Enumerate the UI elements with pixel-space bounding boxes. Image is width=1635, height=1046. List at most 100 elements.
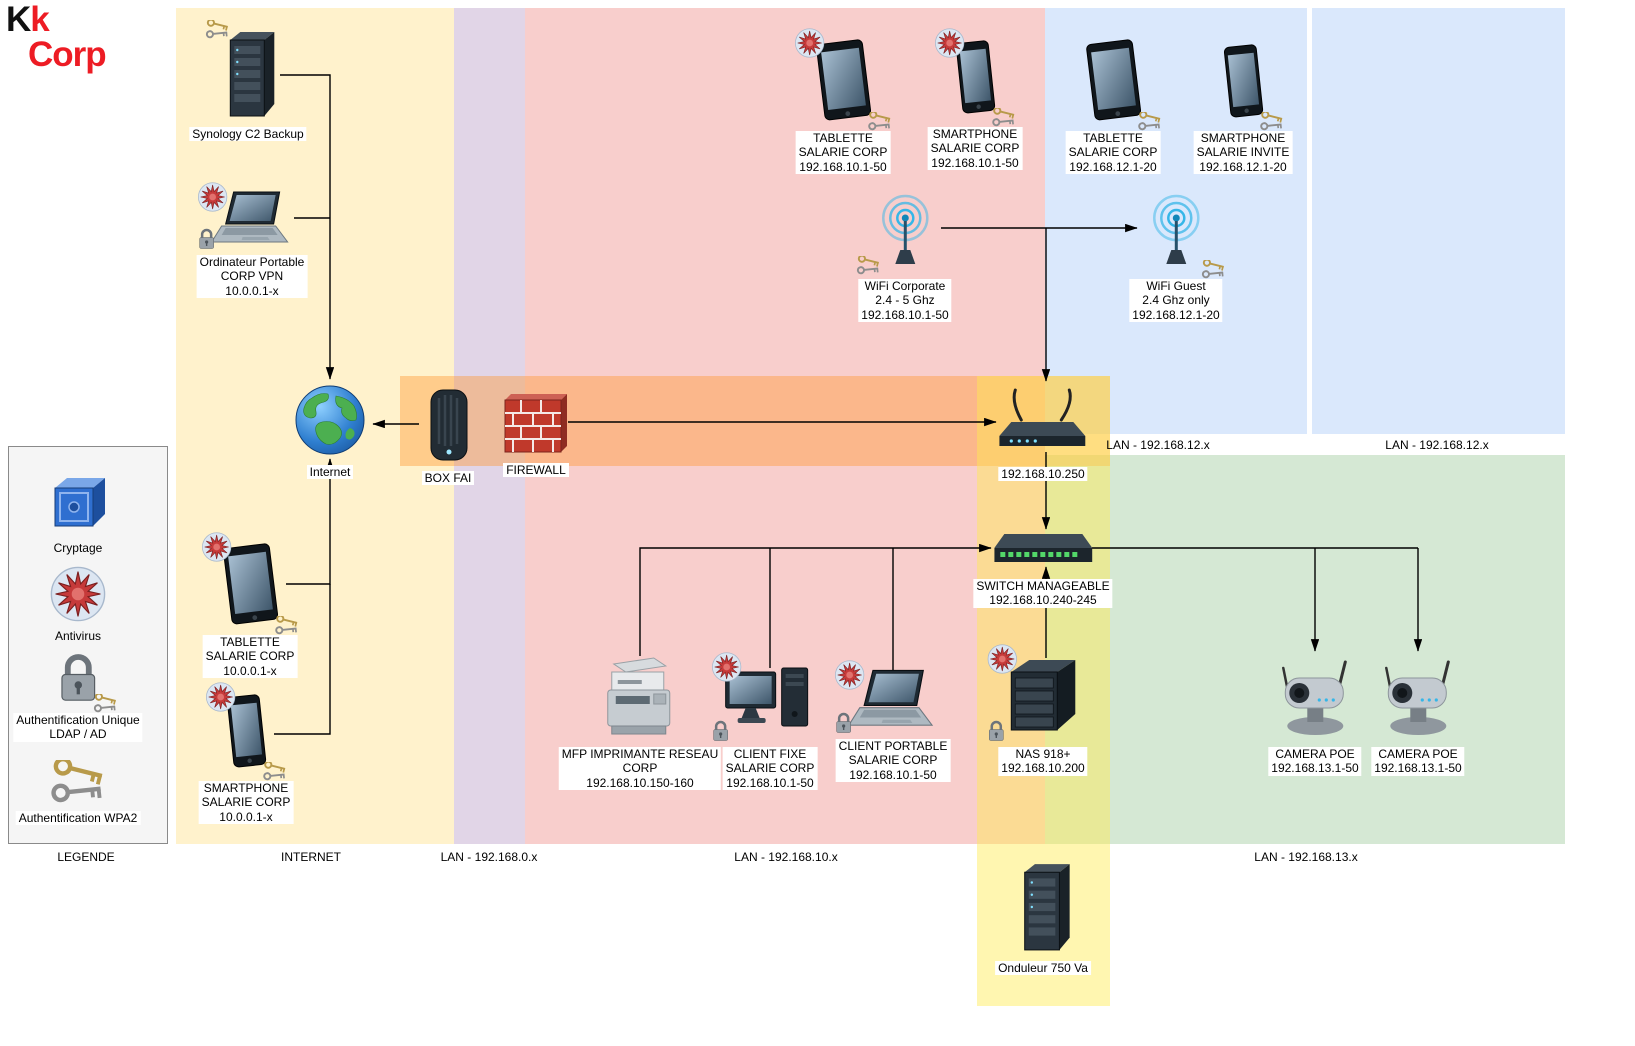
camera-icon [1273,656,1357,740]
device-router[interactable]: 192.168.10.250 [998,384,1088,482]
firewall-brick-icon [501,392,571,456]
keys-icon [867,112,893,131]
legend-label: Authentification Unique LDAP / AD [13,713,143,742]
keys-icon [262,762,288,781]
antivirus-icon [712,652,742,682]
device-label: TABLETTE SALARIE CORP 192.168.12.1-20 [1065,131,1161,175]
device-label: MFP IMPRIMANTE RESEAU CORP 192.168.10.15… [558,747,722,791]
device-label: SMARTPHONE SALARIE INVITE 192.168.12.1-2… [1193,131,1293,175]
antivirus-icon [835,660,865,690]
device-label: Synology C2 Backup [189,127,307,142]
antivirus-icon [202,532,232,562]
device-label: WiFi Guest 2.4 Ghz only 192.168.12.1-20 [1129,279,1223,323]
device-label: CAMERA POE 192.168.13.1-50 [1268,747,1362,776]
server-rack-icon [1010,860,1076,954]
device-client-fixe[interactable]: CLIENT FIXE SALARIE CORP 192.168.10.1-50 [722,660,818,791]
device-phone-salarie-corp[interactable]: SMARTPHONE SALARIE CORP 192.168.10.1-50 [927,36,1023,171]
lock-icon [710,719,732,743]
printer-icon [596,650,684,740]
device-laptop-corp-vpn[interactable]: Ordinateur Portable CORP VPN 10.0.0.1-x [196,190,308,299]
device-camera-poe-1[interactable]: CAMERA POE 192.168.13.1-50 [1268,656,1362,776]
device-box-fai[interactable]: BOX FAI [419,386,477,486]
device-label: BOX FAI [421,471,475,486]
keys-icon [1137,112,1163,131]
switch-icon [994,526,1092,572]
keys-icon [47,760,109,804]
modem-box-icon [419,386,477,464]
zone-label-lan12-top: LAN - 192.168.12.x [1106,438,1210,452]
zone-lan-12-right[interactable] [1312,8,1565,434]
device-phone-salarie-invite[interactable]: SMARTPHONE SALARIE INVITE 192.168.12.1-2… [1193,40,1293,175]
zone-label-internet: INTERNET [281,850,341,864]
antivirus-starburst-icon [50,566,106,622]
device-wifi-guest[interactable]: WiFi Guest 2.4 Ghz only 192.168.12.1-20 [1129,192,1223,323]
lock-icon [985,719,1007,743]
device-wifi-corporate[interactable]: WiFi Corporate 2.4 - 5 Ghz 192.168.10.1-… [855,192,952,323]
legend-label: Antivirus [54,629,101,643]
keys-icon [855,256,881,275]
device-label: SMARTPHONE SALARIE CORP 10.0.0.1-x [198,781,294,825]
device-label: SWITCH MANAGEABLE 192.168.10.240-245 [973,579,1113,608]
safe-icon [45,470,111,534]
device-label: TABLETTE SALARIE CORP 10.0.0.1-x [202,635,298,679]
device-mfp-printer[interactable]: MFP IMPRIMANTE RESEAU CORP 192.168.10.15… [558,650,722,791]
device-label: CLIENT FIXE SALARIE CORP 192.168.10.1-50 [722,747,818,791]
legend-label: Cryptage [53,541,103,555]
tablet-icon [1077,36,1149,124]
camera-icon [1376,656,1460,740]
legend-title: LEGENDE [57,850,115,864]
device-label: Internet [306,465,354,480]
device-camera-poe-2[interactable]: CAMERA POE 192.168.13.1-50 [1371,656,1465,776]
keys-icon [204,20,230,39]
device-nas-918[interactable]: NAS 918+ 192.168.10.200 [998,652,1088,776]
legend-item-cryptage[interactable]: Cryptage [45,470,111,555]
server-rack-icon [216,28,280,120]
lock-icon [833,711,855,735]
antivirus-icon [206,682,236,712]
antivirus-icon [935,28,965,58]
zone-label-lan10: LAN - 192.168.10.x [734,850,838,864]
device-synology-c2-backup[interactable]: Synology C2 Backup [189,28,307,142]
device-label: Onduleur 750 Va [995,961,1091,976]
device-phone-salarie-internet[interactable]: SMARTPHONE SALARIE CORP 10.0.0.1-x [198,690,294,825]
zone-lan-13[interactable] [1045,455,1565,844]
logo-corp: Corp [28,35,107,74]
device-firewall[interactable]: FIREWALL [501,392,571,478]
device-label: Ordinateur Portable CORP VPN 10.0.0.1-x [196,255,308,299]
logo-k2: k [30,0,49,39]
keys-icon [1200,260,1226,279]
device-label: NAS 918+ 192.168.10.200 [998,747,1088,776]
device-label: CLIENT PORTABLE SALARIE CORP 192.168.10.… [835,739,951,783]
antivirus-icon [987,644,1017,674]
lock-icon [196,227,218,251]
keys-icon [1259,112,1285,131]
keys-icon [274,616,300,635]
device-label: SMARTPHONE SALARIE CORP 192.168.10.1-50 [927,127,1023,171]
zone-label-lan0: LAN - 192.168.0.x [440,850,538,864]
device-tablet-salarie-corp[interactable]: TABLETTE SALARIE CORP 192.168.10.1-50 [796,36,893,175]
zone-label-lan12-right: LAN - 192.168.12.x [1385,438,1489,452]
legend-item-wpa2[interactable]: Authentification WPA2 [15,760,141,826]
device-label: CAMERA POE 192.168.13.1-50 [1371,747,1465,776]
device-switch-manageable[interactable]: SWITCH MANAGEABLE 192.168.10.240-245 [973,526,1113,608]
logo-k1: K [6,0,31,39]
device-onduleur[interactable]: Onduleur 750 Va [995,860,1091,976]
device-client-portable[interactable]: CLIENT PORTABLE SALARIE CORP 192.168.10.… [833,668,951,783]
zone-label-lan13: LAN - 192.168.13.x [1254,850,1358,864]
keys-icon [92,694,118,713]
device-internet-globe[interactable]: Internet [292,382,368,480]
antivirus-icon [198,182,228,212]
legend-label: Authentification WPA2 [15,811,141,826]
legend-item-ldap[interactable]: Authentification Unique LDAP / AD [13,650,143,742]
router-icon [999,384,1087,460]
company-logo: Kk Corp [6,0,107,74]
keys-icon [991,108,1017,127]
device-label: 192.168.10.250 [998,467,1088,482]
device-label: WiFi Corporate 2.4 - 5 Ghz 192.168.10.1-… [858,279,952,323]
device-tablet-salarie-guest-lan[interactable]: TABLETTE SALARIE CORP 192.168.12.1-20 [1065,36,1163,175]
antivirus-icon [795,28,825,58]
legend-item-antivirus[interactable]: Antivirus [50,566,106,643]
device-label: FIREWALL [503,463,569,478]
device-tablet-salarie-internet[interactable]: TABLETTE SALARIE CORP 10.0.0.1-x [202,540,300,679]
